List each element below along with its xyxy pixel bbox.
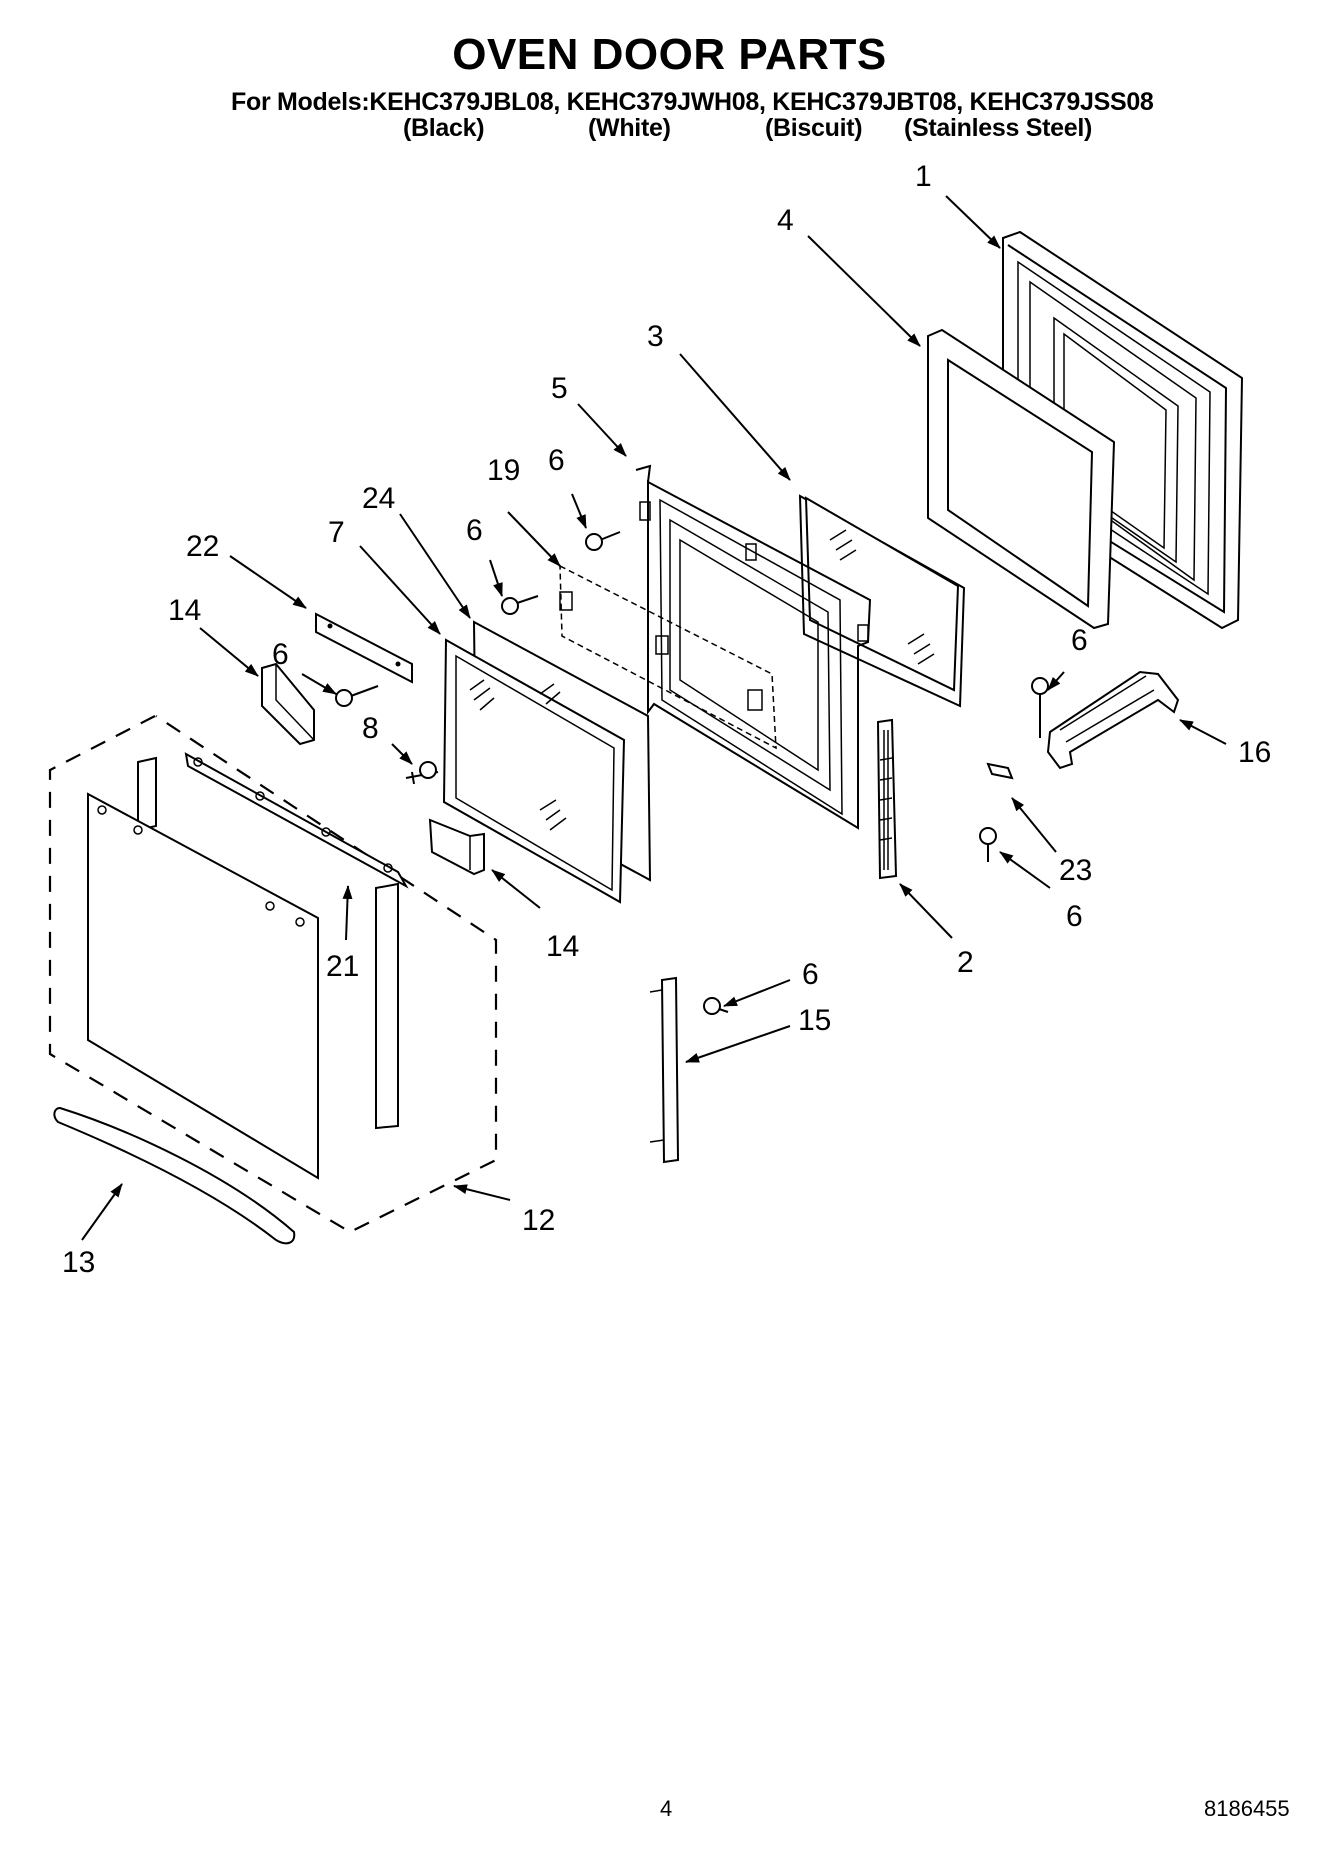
color-black: (Black) <box>403 114 485 142</box>
leader-lines <box>81 195 1227 1241</box>
part-7-glass-pane <box>442 638 626 904</box>
part-12-outer-door-panel <box>48 715 498 1234</box>
callout-2: 2 <box>957 946 974 979</box>
color-white: (White) <box>588 114 671 142</box>
part-14-hinge-bracket-lower <box>428 818 485 876</box>
callout-15: 15 <box>798 1004 831 1037</box>
page-title: OVEN DOOR PARTS <box>452 30 887 79</box>
part-5-inner-door-liner <box>635 464 872 830</box>
callout-14: 14 <box>546 930 579 963</box>
callout-1: 1 <box>915 160 932 193</box>
part-21-trim-strip <box>184 752 409 889</box>
part-23-clip <box>986 762 1014 780</box>
callout-23: 23 <box>1059 854 1092 887</box>
callout-6: 6 <box>802 958 819 991</box>
callout-3: 3 <box>647 320 664 353</box>
part-4-gasket-frame <box>927 328 1116 630</box>
page-number: 4 <box>660 1796 673 1821</box>
color-biscuit: (Biscuit) <box>765 114 863 142</box>
part-22-bracket <box>315 612 413 684</box>
part-16-vent-bracket <box>1046 670 1180 770</box>
document-number: 8186455 <box>1204 1796 1290 1821</box>
part-14-hinge-bracket-upper <box>261 662 315 746</box>
callout-6: 6 <box>548 444 565 477</box>
screws <box>335 531 1049 1015</box>
part-19-heat-shield <box>559 564 777 750</box>
callout-16: 16 <box>1238 736 1271 769</box>
callout-21: 21 <box>326 950 359 983</box>
color-stainless-steel: (Stainless Steel) <box>904 114 1093 142</box>
callout-24: 24 <box>362 482 395 515</box>
callout-12: 12 <box>522 1204 555 1237</box>
callout-6: 6 <box>466 514 483 547</box>
callout-14: 14 <box>168 594 201 627</box>
part-3-glass-panel <box>798 494 966 708</box>
part-2-hinge-rail <box>876 718 898 880</box>
callout-6: 6 <box>1066 900 1083 933</box>
part-13-door-handle <box>53 1106 296 1245</box>
part-15-door-strip <box>649 976 680 1164</box>
callout-22: 22 <box>186 530 219 563</box>
callout-7: 7 <box>328 516 345 549</box>
callout-4: 4 <box>777 204 794 237</box>
callout-13: 13 <box>62 1246 95 1279</box>
callout-labels: 1 4 3 5 6 19 24 6 22 7 14 6 8 6 16 23 6 … <box>62 160 1271 1279</box>
callout-6: 6 <box>1071 624 1088 657</box>
models-line: For Models:KEHC379JBL08, KEHC379JWH08, K… <box>231 88 1154 116</box>
callout-5: 5 <box>551 372 568 405</box>
callout-19: 19 <box>487 454 520 487</box>
callout-8: 8 <box>362 712 379 745</box>
callout-6: 6 <box>272 638 289 671</box>
